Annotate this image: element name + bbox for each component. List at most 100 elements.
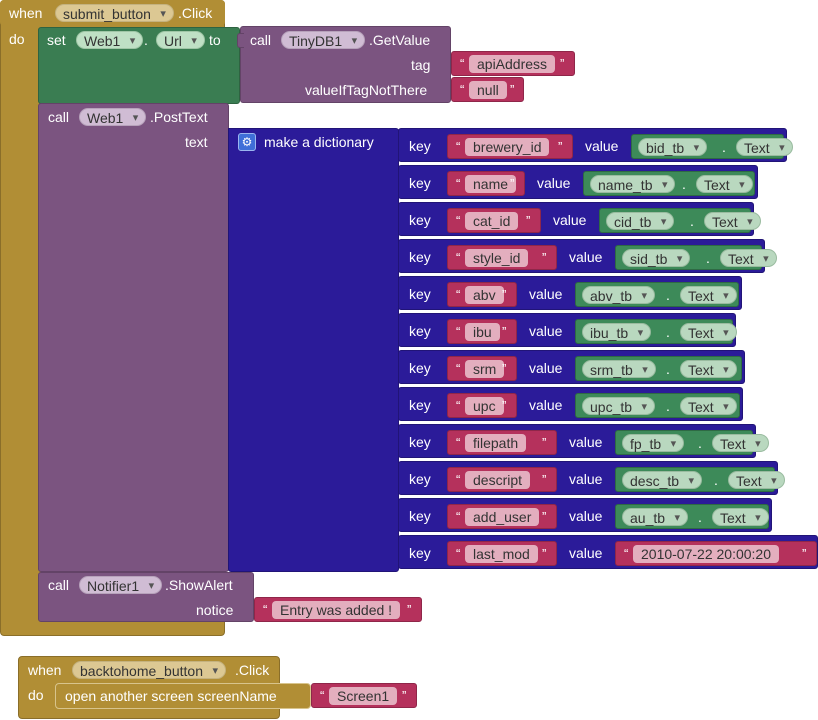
textbox-component-dropdown[interactable]: cid_tb — [606, 212, 675, 231]
key-string[interactable]: filepath — [465, 434, 527, 452]
textbox-text-getter-block[interactable]: name_tb . Text — [583, 171, 755, 196]
backtohome-button-component-dropdown[interactable]: backtohome_button — [72, 661, 226, 680]
key-string[interactable]: ibu — [465, 323, 500, 341]
value-label: value — [537, 175, 571, 191]
null-string[interactable]: null — [469, 81, 507, 99]
screen1-string[interactable]: Screen1 — [329, 687, 398, 705]
key-label: key — [409, 471, 431, 487]
notifier1-component-dropdown[interactable]: Notifier1 — [79, 576, 163, 595]
screen1-text-block[interactable]: “ Screen1 ” — [311, 683, 417, 708]
quote-open: “ — [456, 250, 461, 265]
textbox-component-dropdown[interactable]: srm_tb — [582, 360, 656, 379]
key-text-block[interactable]: “ name ” — [447, 171, 525, 196]
textbox-text-getter-block[interactable]: fp_tb . Text — [615, 430, 769, 455]
key-string[interactable]: brewery_id — [465, 138, 550, 156]
textbox-text-getter-block[interactable]: sid_tb . Text — [615, 245, 777, 270]
key-text-block[interactable]: “ brewery_id ” — [447, 134, 573, 159]
textbox-text-getter-block[interactable]: bid_tb . Text — [631, 134, 793, 159]
text-property-dropdown[interactable]: Text — [728, 471, 785, 490]
web1-posttext-component-dropdown[interactable]: Web1 — [79, 108, 147, 127]
text-property-dropdown[interactable]: Text — [680, 286, 737, 305]
key-string[interactable]: name — [465, 175, 517, 193]
url-property-dropdown[interactable]: Url — [156, 31, 205, 50]
textbox-component-dropdown[interactable]: au_tb — [622, 508, 689, 527]
key-label: key — [409, 323, 431, 339]
key-string[interactable]: descript — [465, 471, 531, 489]
key-string[interactable]: add_user — [465, 508, 540, 526]
text-property-dropdown[interactable]: Text — [712, 434, 769, 453]
value-text-block[interactable]: “ 2010-07-22 20:00:20 ” — [615, 541, 817, 566]
value-string[interactable]: 2010-07-22 20:00:20 — [633, 545, 779, 563]
gear-icon[interactable]: ⚙ — [238, 133, 256, 151]
text-property-dropdown[interactable]: Text — [680, 323, 737, 342]
quote-close: ” — [526, 213, 531, 228]
key-text-block[interactable]: “ cat_id ” — [447, 208, 541, 233]
api-address-text-block[interactable]: “ apiAddress ” — [451, 51, 575, 76]
api-address-string[interactable]: apiAddress — [469, 55, 556, 73]
textbox-component-dropdown[interactable]: upc_tb — [582, 397, 656, 416]
textbox-component-dropdown[interactable]: name_tb — [590, 175, 676, 194]
textbox-text-getter-block[interactable]: desc_tb . Text — [615, 467, 785, 492]
web1-posttext-block[interactable]: call Web1 .PostText text — [38, 103, 229, 572]
textbox-text-getter-block[interactable]: srm_tb . Text — [575, 356, 742, 381]
key-string[interactable]: upc — [465, 397, 504, 415]
key-string[interactable]: cat_id — [465, 212, 519, 230]
textbox-text-getter-block[interactable]: ibu_tb . Text — [575, 319, 737, 344]
key-text-block[interactable]: “ ibu ” — [447, 319, 517, 344]
tinydb1-component-dropdown[interactable]: TinyDB1 — [281, 31, 366, 50]
textbox-component-dropdown[interactable]: bid_tb — [638, 138, 708, 157]
key-string[interactable]: srm — [465, 360, 505, 378]
textbox-text-getter-block[interactable]: abv_tb . Text — [575, 282, 739, 307]
open-another-screen-block[interactable]: open another screen screenName — [55, 683, 311, 709]
key-text-block[interactable]: “ upc ” — [447, 393, 517, 418]
text-property-dropdown[interactable]: Text — [696, 175, 753, 194]
make-dictionary-block[interactable]: ⚙ make a dictionary — [228, 128, 399, 572]
text-property-dropdown[interactable]: Text — [736, 138, 793, 157]
text-property-dropdown[interactable]: Text — [720, 249, 777, 268]
text-property-dropdown[interactable]: Text — [680, 397, 737, 416]
key-text-block[interactable]: “ add_user ” — [447, 504, 557, 529]
textbox-component-dropdown[interactable]: fp_tb — [622, 434, 685, 453]
key-text-block[interactable]: “ srm ” — [447, 356, 517, 381]
textbox-component-dropdown[interactable]: sid_tb — [622, 249, 691, 268]
quote-close: ” — [560, 56, 565, 71]
textbox-text-getter-block[interactable]: au_tb . Text — [615, 504, 769, 529]
key-string[interactable]: style_id — [465, 249, 529, 267]
entry-added-string[interactable]: Entry was added ! — [272, 601, 401, 619]
textbox-component-dropdown[interactable]: desc_tb — [622, 471, 703, 490]
text-property-dropdown[interactable]: Text — [712, 508, 769, 527]
dictionary-pair[interactable]: key“ last_mod ”value“ 2010-07-22 20:00:2… — [398, 535, 818, 569]
key-string[interactable]: last_mod — [465, 545, 538, 563]
null-text-block[interactable]: “ null ” — [451, 77, 524, 102]
key-text-block[interactable]: “ abv ” — [447, 282, 517, 307]
entry-added-text-block[interactable]: “ Entry was added ! ” — [254, 597, 422, 622]
textbox-text-getter-block[interactable]: upc_tb . Text — [575, 393, 740, 418]
key-text-block[interactable]: “ style_id ” — [447, 245, 557, 270]
set-web1-url-block[interactable]: set Web1 . Url to — [38, 27, 240, 104]
key-text-block[interactable]: “ filepath ” — [447, 430, 557, 455]
submit-button-component-dropdown[interactable]: submit_button — [55, 4, 174, 23]
notifier-showalert-block[interactable]: call Notifier1 .ShowAlert notice — [38, 572, 254, 622]
textbox-component-dropdown[interactable]: ibu_tb — [582, 323, 652, 342]
web1-component-dropdown[interactable]: Web1 — [76, 31, 144, 50]
tinydb-getvalue-block[interactable]: call TinyDB1 .GetValue tag valueIfTagNot… — [237, 26, 451, 103]
key-string[interactable]: abv — [465, 286, 504, 304]
key-text-block[interactable]: “ descript ” — [447, 467, 557, 492]
textbox-text-getter-block[interactable]: cid_tb . Text — [599, 208, 761, 233]
textbox-component-dropdown[interactable]: abv_tb — [582, 286, 656, 305]
key-text-block[interactable]: “ last_mod ” — [447, 541, 557, 566]
text-property-dropdown[interactable]: Text — [704, 212, 761, 231]
submit-event-header[interactable]: when submit_button .Click — [0, 0, 225, 26]
text-property-dropdown[interactable]: Text — [680, 360, 737, 379]
